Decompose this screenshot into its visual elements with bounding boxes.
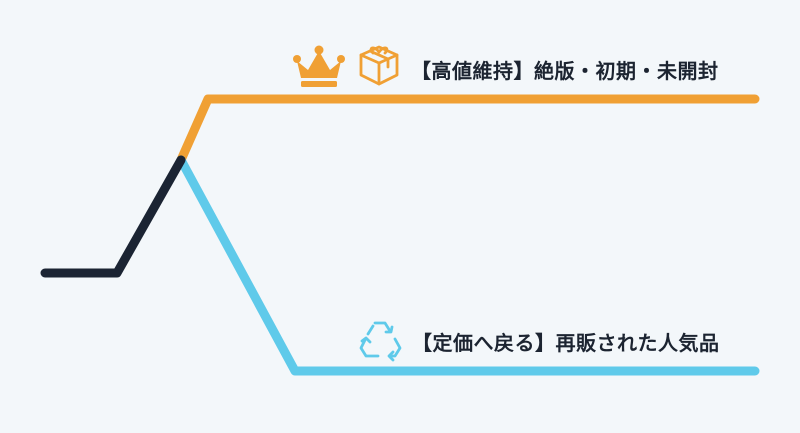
high-value-label: 【高値維持】絶版・初期・未開封 (411, 59, 719, 83)
initial-price-line (40, 155, 186, 278)
crown-icon (293, 45, 345, 87)
list-price-line (176, 155, 760, 376)
high-value-line (176, 94, 760, 165)
gift-box-icon (359, 45, 399, 86)
list-price-label: 【定価へ戻る】再販された人気品 (412, 331, 720, 355)
recycle-icon (359, 321, 402, 362)
